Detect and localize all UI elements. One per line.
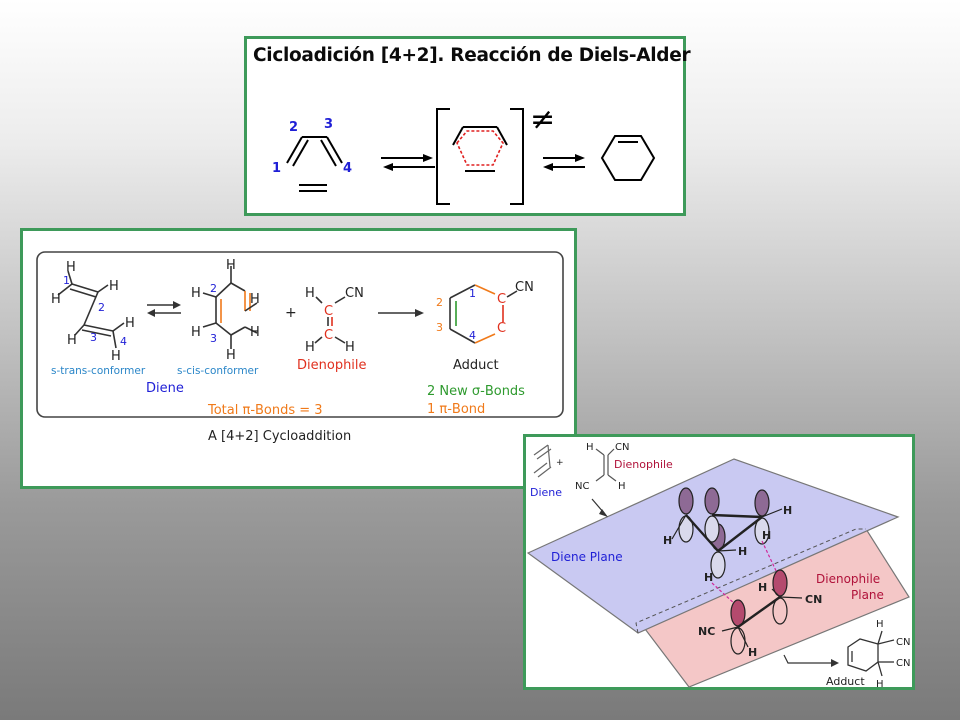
atom-h: H bbox=[876, 619, 884, 630]
atom-h: H bbox=[111, 349, 121, 364]
reaction-arrow bbox=[378, 309, 424, 317]
dienophile-molecule bbox=[314, 296, 346, 344]
s-trans-diene bbox=[57, 270, 125, 349]
s-trans-label: s-trans-conformer bbox=[51, 365, 146, 377]
atom-number: 2 bbox=[210, 282, 217, 295]
transition-state-symbol: ≠ bbox=[530, 102, 555, 137]
s-cis-label: s-cis-conformer bbox=[177, 365, 259, 377]
dienophile-plane-label: Dienophile bbox=[816, 572, 880, 586]
atom-h: H bbox=[345, 340, 355, 355]
diene-plane-label: Diene Plane bbox=[551, 550, 623, 564]
cycloaddition-scheme: H H H H H H 1 2 3 4 s-trans-conformer bbox=[36, 251, 564, 444]
atom-number: 1 bbox=[272, 161, 281, 176]
atom-h: H bbox=[226, 258, 236, 273]
atom-h: H bbox=[191, 325, 201, 340]
inset-dienophile bbox=[595, 448, 617, 482]
atom-number: 4 bbox=[469, 329, 476, 342]
orbital-overlap-panel: + H CN NC H Dienophile Diene Diene Plane… bbox=[523, 434, 915, 690]
cyano-group: CN bbox=[615, 442, 629, 453]
atom-h: H bbox=[758, 581, 767, 594]
atom-h: H bbox=[586, 442, 594, 453]
cyano-group: CN bbox=[515, 280, 534, 295]
cyano-group: NC bbox=[575, 481, 589, 492]
atom-number: 2 bbox=[436, 296, 443, 309]
overlap-line bbox=[761, 540, 779, 576]
mixing-arrow bbox=[591, 498, 608, 517]
atom-h: H bbox=[250, 325, 260, 340]
atom-h: H bbox=[67, 333, 77, 348]
atom-h: H bbox=[663, 534, 672, 547]
atom-c: C bbox=[497, 292, 506, 307]
atom-h: H bbox=[66, 260, 76, 275]
atom-h: H bbox=[109, 279, 119, 294]
plus-sign: + bbox=[556, 458, 564, 468]
ethylene bbox=[299, 184, 327, 192]
atom-c: C bbox=[324, 328, 333, 343]
cyano-group: CN bbox=[805, 593, 822, 606]
cyano-group: CN bbox=[345, 286, 364, 301]
atom-number: 2 bbox=[289, 120, 298, 135]
orbital-overlap-diagram: + H CN NC H Dienophile Diene Diene Plane… bbox=[526, 442, 910, 690]
atom-h: H bbox=[876, 679, 884, 690]
figure-caption: A [4+2] Cycloaddition bbox=[208, 429, 351, 444]
atom-number: 4 bbox=[343, 161, 352, 176]
diels-alder-summary-panel: Cicloadición [4+2]. Reacción de Diels-Al… bbox=[244, 36, 691, 216]
overlap-line bbox=[711, 582, 737, 606]
reaction-scheme: 1 2 3 4 ≠ bbox=[272, 102, 656, 205]
atom-number: 3 bbox=[210, 332, 217, 345]
atom-number: 3 bbox=[90, 331, 97, 344]
atom-h: H bbox=[762, 529, 771, 542]
panel-title: Cicloadición [4+2]. Reacción de Diels-Al… bbox=[253, 45, 691, 66]
atom-c: C bbox=[324, 304, 333, 319]
atom-h: H bbox=[226, 348, 236, 363]
atom-h: H bbox=[305, 340, 315, 355]
atom-h: H bbox=[618, 481, 626, 492]
atom-number: 4 bbox=[120, 335, 127, 348]
s-cis-diene bbox=[202, 266, 258, 349]
inset-dienophile-label: Dienophile bbox=[614, 458, 673, 471]
cycloaddition-overview-panel: H H H H H H 1 2 3 4 s-trans-conformer bbox=[20, 228, 577, 489]
new-sigma-bonds-label: 2 New σ-Bonds bbox=[427, 384, 525, 399]
atom-h: H bbox=[704, 571, 713, 584]
atom-h: H bbox=[783, 504, 792, 517]
diene-label: Diene bbox=[146, 381, 184, 396]
adduct-label: Adduct bbox=[453, 358, 499, 373]
inset-diene-label: Diene bbox=[530, 486, 562, 499]
atom-h: H bbox=[125, 316, 135, 331]
conformer-equilibrium-arrows bbox=[147, 301, 181, 317]
dienophile-label: Dienophile bbox=[297, 358, 367, 373]
inset-adduct bbox=[847, 630, 895, 677]
diene-p-orbitals bbox=[671, 487, 783, 579]
dienophile-p-orbitals bbox=[721, 569, 803, 655]
inset-adduct-label: Adduct bbox=[826, 675, 865, 688]
cyclohexene bbox=[600, 135, 656, 181]
plus-sign: + bbox=[285, 305, 297, 321]
total-pi-bonds-label: Total π-Bonds = 3 bbox=[207, 403, 323, 418]
atom-number: 1 bbox=[469, 287, 476, 300]
transition-state bbox=[436, 108, 524, 205]
atom-number: 1 bbox=[63, 274, 70, 287]
atom-number: 2 bbox=[98, 301, 105, 314]
equilibrium-arrows bbox=[543, 154, 585, 171]
product-arrow bbox=[783, 654, 839, 667]
atom-number: 3 bbox=[436, 321, 443, 334]
cyano-group: NC bbox=[698, 625, 715, 638]
butadiene bbox=[286, 136, 343, 167]
atom-c: C bbox=[497, 321, 506, 336]
cyano-group: CN bbox=[896, 658, 910, 669]
atom-h: H bbox=[748, 646, 757, 659]
equilibrium-arrows bbox=[381, 154, 435, 171]
adduct-ring bbox=[449, 284, 518, 344]
atom-h: H bbox=[250, 292, 260, 307]
cyano-group: CN bbox=[896, 637, 910, 648]
atom-number: 3 bbox=[324, 117, 333, 132]
atom-h: H bbox=[191, 286, 201, 301]
inset-diene bbox=[533, 444, 552, 478]
atom-h: H bbox=[305, 286, 315, 301]
dienophile-plane-label: Plane bbox=[851, 588, 884, 602]
atom-h: H bbox=[51, 292, 61, 307]
one-pi-bond-label: 1 π-Bond bbox=[427, 402, 485, 417]
atom-h: H bbox=[738, 545, 747, 558]
